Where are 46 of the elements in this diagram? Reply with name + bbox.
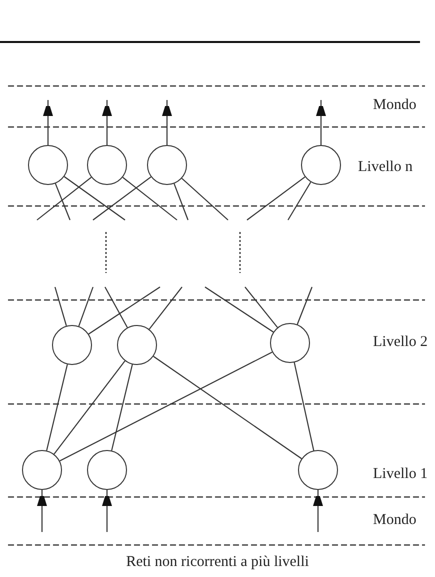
arrow — [316, 100, 326, 145]
neuron-circle — [117, 325, 157, 365]
arrow — [37, 490, 47, 532]
neuron-circle — [147, 145, 187, 185]
connector-line — [246, 176, 306, 220]
neuron-circle — [270, 323, 310, 363]
connector-line — [92, 176, 152, 220]
layer-label: Mondo — [373, 513, 416, 528]
connector-line — [60, 352, 272, 462]
layer-label: Livello 1 — [373, 467, 428, 482]
connector-line — [288, 182, 312, 220]
arrow — [162, 100, 172, 145]
connector-line — [122, 176, 178, 220]
connector-line — [46, 364, 68, 451]
arrow — [313, 490, 323, 532]
connector-line — [36, 176, 92, 220]
arrow — [102, 490, 112, 532]
connector-line — [181, 178, 228, 220]
neuron-circle — [87, 145, 127, 185]
neuron-circle — [22, 450, 62, 490]
connector-line — [104, 286, 128, 328]
connector-line — [174, 183, 189, 220]
neuron-circle — [52, 325, 92, 365]
connector-line — [294, 362, 314, 451]
arrow — [102, 100, 112, 145]
layer-label: Mondo — [373, 98, 416, 113]
arrow — [43, 100, 53, 145]
connector-line — [148, 286, 182, 330]
caption: Reti non ricorrenti a più livelli — [125, 555, 310, 570]
neuron-circle — [87, 450, 127, 490]
layer-label: Livello n — [358, 160, 413, 175]
connector-line — [78, 286, 94, 326]
connector-line — [54, 286, 67, 326]
connector-line — [88, 286, 160, 334]
connector-line — [54, 183, 71, 220]
connector-line — [64, 176, 126, 220]
connector-line — [204, 286, 274, 332]
neuron-circle — [28, 145, 68, 185]
connector-line — [153, 356, 302, 460]
connector-line — [244, 286, 278, 328]
connector-line — [296, 286, 313, 325]
connector-line — [111, 364, 133, 451]
neuron-circle — [298, 450, 338, 490]
layer-label: Livello 2 — [373, 335, 428, 350]
neuron-circle — [301, 145, 341, 185]
connector-line — [54, 360, 126, 454]
